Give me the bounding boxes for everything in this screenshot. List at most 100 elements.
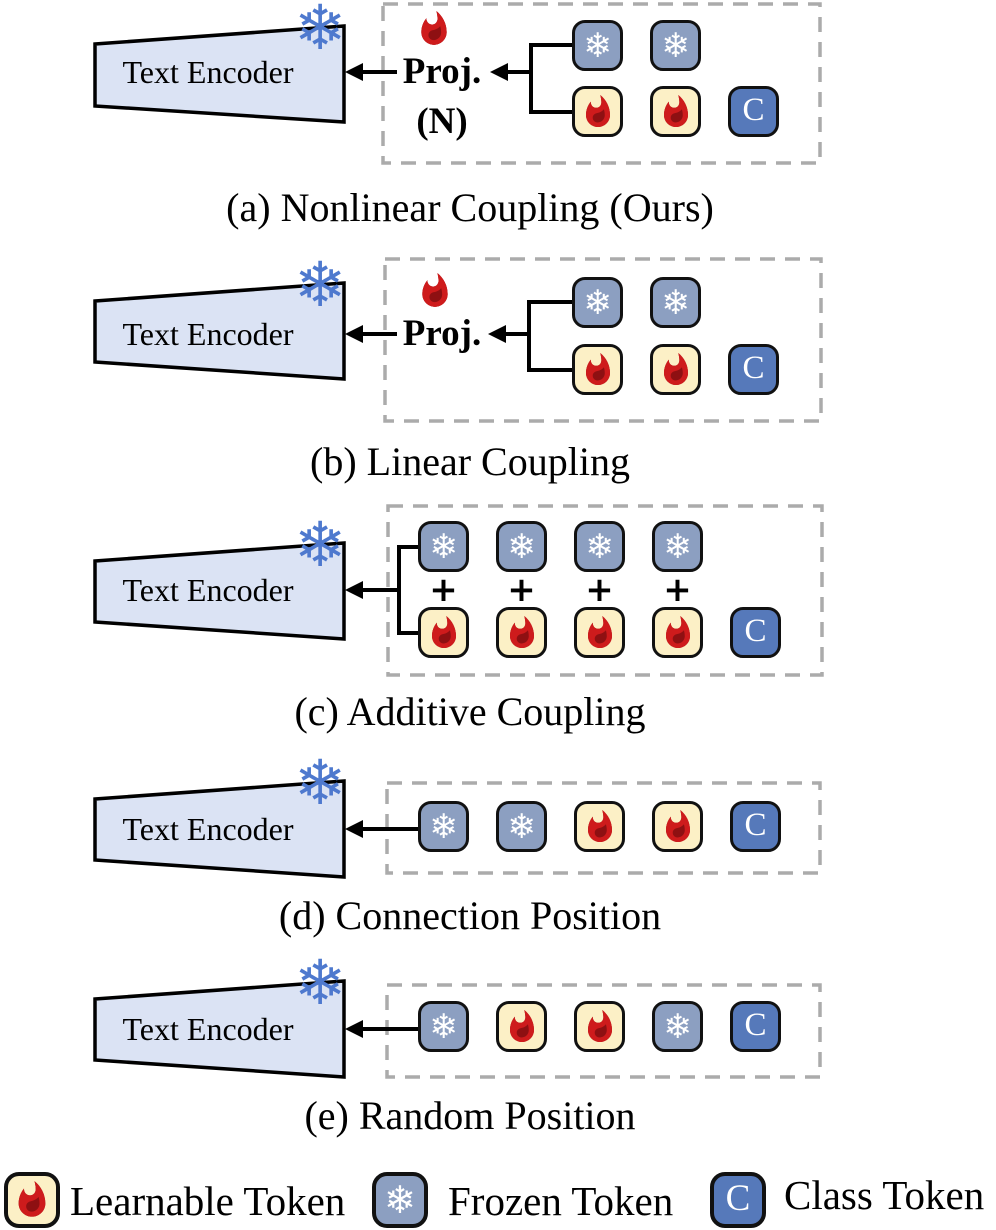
caption-a: (a) Nonlinear Coupling (Ours) <box>226 185 714 230</box>
frozen-token-row: ❄❄ <box>572 277 701 328</box>
caption-e: (e) Random Position <box>304 1093 636 1138</box>
learnable-token <box>652 801 703 852</box>
prompt-box <box>383 257 823 423</box>
flame-icon <box>509 615 534 648</box>
fork-bracket <box>529 43 573 114</box>
flame-icon-holder <box>415 8 455 52</box>
class-token-letter: C <box>744 1006 767 1043</box>
learnable-token <box>574 801 625 852</box>
legend-frozen-label: Frozen Token <box>448 1178 674 1224</box>
flame-icon <box>663 94 688 127</box>
caption-c: (c) Additive Coupling <box>294 689 646 734</box>
snowflake-icon: ❄ <box>507 806 536 847</box>
snowflake-icon: ❄ <box>507 526 536 567</box>
class-token-letter: C <box>742 349 765 386</box>
caption-b: (b) Linear Coupling <box>310 439 630 484</box>
caption-d: (d) Connection Position <box>278 893 662 938</box>
legend-class-swatch: C <box>710 1172 766 1228</box>
class-token: C <box>710 1172 766 1228</box>
text-encoder-label: Text Encoder <box>122 316 294 352</box>
flame-icon <box>585 352 610 385</box>
arrowhead-left-icon <box>345 820 363 838</box>
learnable-token <box>574 607 625 658</box>
flame-icon <box>665 809 690 842</box>
snowflake-icon: ❄ <box>661 25 690 66</box>
learnable-token <box>574 1001 625 1052</box>
snowflake-icon: ❄ <box>585 526 614 567</box>
flame-icon <box>585 94 610 127</box>
flame-icon <box>665 615 690 648</box>
text-encoder-label: Text Encoder <box>122 811 294 847</box>
frozen-token-row: ❄❄ <box>572 20 701 71</box>
learnable-token <box>652 607 703 658</box>
class-token: C <box>730 607 781 658</box>
class-token: C <box>728 344 779 395</box>
learnable-token-row: C <box>572 344 779 395</box>
frozen-token: ❄ <box>650 20 701 71</box>
flame-icon <box>422 273 448 307</box>
arrowhead-left-icon <box>345 581 363 599</box>
text-encoder-shape <box>93 779 346 879</box>
learnable-token <box>496 1001 547 1052</box>
snowflake-icon: ❄ <box>663 526 692 567</box>
flame-icon-holder <box>416 270 456 314</box>
arrowhead-left-icon <box>345 325 363 343</box>
snowflake-icon: ❄ <box>583 282 612 323</box>
text-encoder-shape <box>93 24 346 124</box>
token-sequence-row: ❄ ❄ C <box>418 1001 781 1052</box>
plus-sign: + <box>663 570 692 610</box>
arrowhead-left-icon <box>345 63 363 81</box>
flame-icon <box>587 809 612 842</box>
learnable-token <box>418 607 469 658</box>
text-encoder-label: Text Encoder <box>122 572 294 608</box>
legend-frozen-swatch: ❄ <box>372 1172 428 1228</box>
proj-label: Proj. <box>402 313 482 354</box>
flame-icon <box>421 11 447 45</box>
class-token: C <box>730 1001 781 1052</box>
flame-icon <box>18 1181 46 1217</box>
plus-row: ++++ <box>418 570 703 610</box>
snowflake-icon: ❄ <box>294 508 346 581</box>
frozen-token: ❄ <box>574 521 625 572</box>
legend-class-label: Class Token <box>784 1172 985 1218</box>
flame-icon <box>663 352 688 385</box>
legend-learnable-label: Learnable Token <box>70 1178 346 1224</box>
class-token-letter: C <box>744 806 767 843</box>
text-encoder-shape <box>93 979 346 1079</box>
flame-icon <box>431 615 456 648</box>
snowflake-icon: ❄ <box>294 746 346 819</box>
class-token-letter: C <box>744 612 767 649</box>
legend-learnable-swatch <box>4 1172 60 1228</box>
snowflake-icon: ❄ <box>661 282 690 323</box>
class-token: C <box>728 86 779 137</box>
snowflake-icon: ❄ <box>429 526 458 567</box>
snowflake-icon: ❄ <box>663 1006 692 1047</box>
arrowhead-left-icon <box>345 1020 363 1038</box>
flame-icon <box>587 1009 612 1042</box>
snowflake-icon: ❄ <box>583 25 612 66</box>
frozen-token: ❄ <box>572 20 623 71</box>
text-encoder-label: Text Encoder <box>122 54 294 90</box>
plus-sign: + <box>585 570 614 610</box>
snowflake-icon: ❄ <box>294 248 346 321</box>
plus-sign: + <box>429 570 458 610</box>
learnable-token-row: C <box>418 607 781 658</box>
snowflake-icon: ❄ <box>429 1006 458 1047</box>
learnable-token-row: C <box>572 86 779 137</box>
prompt-box <box>381 2 822 165</box>
text-encoder-shape <box>93 281 346 381</box>
frozen-token: ❄ <box>650 277 701 328</box>
text-encoder-shape <box>93 541 346 641</box>
learnable-token <box>4 1172 60 1228</box>
learnable-token <box>572 344 623 395</box>
proj-label: Proj. <box>402 51 482 92</box>
class-token-letter: C <box>742 91 765 128</box>
frozen-token: ❄ <box>418 1001 469 1052</box>
frozen-token: ❄ <box>572 277 623 328</box>
frozen-token: ❄ <box>418 521 469 572</box>
frozen-token: ❄ <box>418 801 469 852</box>
snowflake-icon: ❄ <box>429 806 458 847</box>
snowflake-icon: ❄ <box>384 1178 416 1222</box>
